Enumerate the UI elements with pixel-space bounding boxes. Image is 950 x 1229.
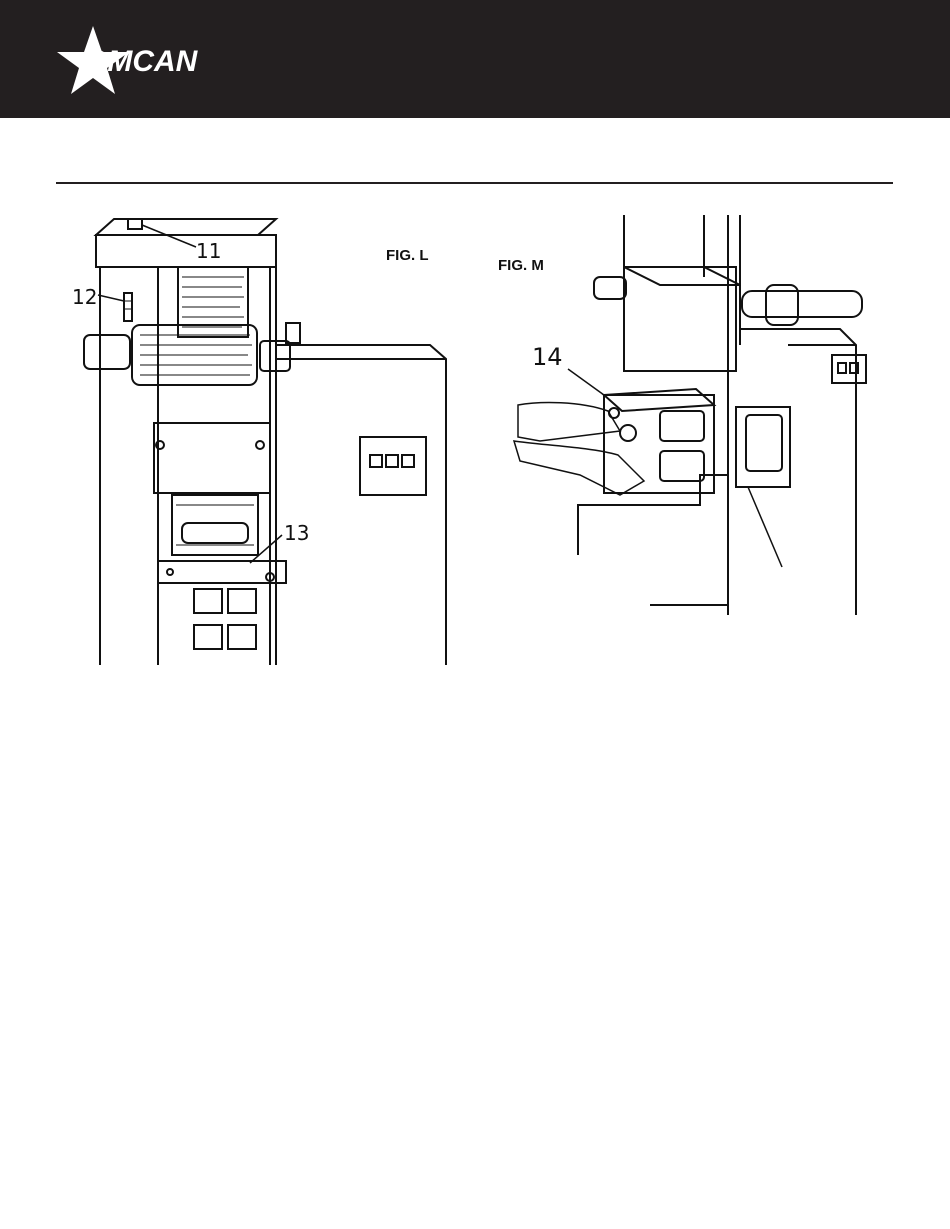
- figure-m-label: FIG. M: [498, 257, 544, 274]
- callout-11: 11: [196, 239, 221, 263]
- brand-logo-text: OMCAN: [84, 47, 197, 77]
- callout-14: 14: [532, 343, 563, 371]
- callout-13: 13: [284, 521, 309, 545]
- figure-m-drawing: [500, 205, 900, 615]
- callout-12: 12: [72, 285, 97, 309]
- page-header: OMCAN: [0, 0, 950, 118]
- figure-l-label: FIG. L: [386, 247, 429, 264]
- figure-l: 11 12 13 FIG. L: [70, 205, 460, 665]
- figure-l-drawing: [70, 205, 460, 665]
- section-divider: [56, 182, 893, 184]
- figure-m: 14 FIG. M: [500, 205, 900, 615]
